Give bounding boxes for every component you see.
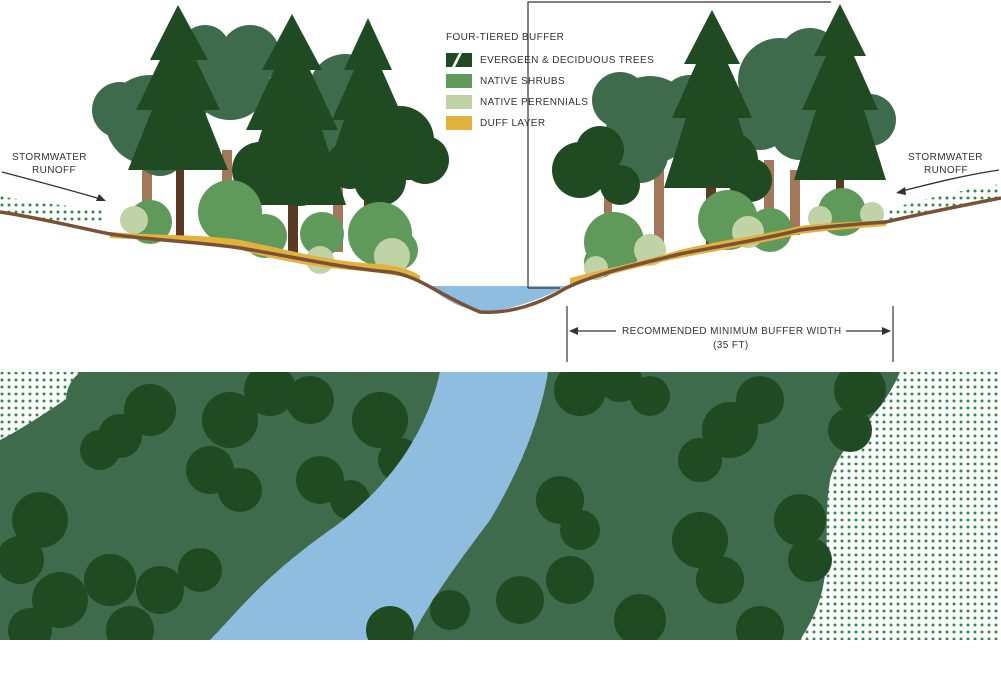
right-arrowhead-icon bbox=[896, 187, 906, 195]
left-arrowhead-icon bbox=[96, 194, 106, 201]
legend-swatches bbox=[446, 53, 472, 130]
legend-label-shrubs: NATIVE SHRUBS bbox=[480, 76, 566, 87]
buffer-width-value: (35 FT) bbox=[713, 340, 749, 351]
legend-title: FOUR-TIERED BUFFER bbox=[446, 32, 565, 43]
legend-label-duff: DUFF LAYER bbox=[480, 118, 546, 129]
legend-label-trees: EVERGEEN & DECIDUOUS TREES bbox=[480, 55, 655, 66]
plan-view bbox=[0, 372, 1001, 640]
left-trees bbox=[92, 5, 449, 274]
dimension-left-arrow-icon bbox=[569, 327, 578, 335]
legend-label-perennials: NATIVE PERENNIALS bbox=[480, 97, 589, 108]
plan-left-canopy bbox=[0, 372, 440, 640]
duff-layer-right bbox=[570, 220, 886, 284]
ground-line bbox=[0, 196, 1001, 314]
buffer-width-label: RECOMMENDED MINIMUM BUFFER WIDTH bbox=[622, 326, 842, 337]
duff-layer-left bbox=[110, 232, 420, 280]
buffer-bracket bbox=[527, 1, 831, 288]
dimension-right-arrow-icon bbox=[882, 327, 891, 335]
left-runoff-label-line2: RUNOFF bbox=[32, 165, 77, 176]
left-runoff-label-line1: STORMWATER bbox=[12, 152, 87, 163]
right-trees bbox=[552, 4, 896, 280]
left-runoff-arrow bbox=[1, 171, 105, 201]
right-runoff-dots bbox=[886, 184, 1001, 222]
plan-right-canopy bbox=[366, 372, 900, 640]
right-runoff-arrow bbox=[897, 169, 1000, 193]
cross-section-view bbox=[0, 1, 1001, 362]
right-runoff-label-line2: RUNOFF bbox=[924, 165, 969, 176]
shrubs-swatch bbox=[446, 74, 472, 88]
duff-swatch bbox=[446, 116, 472, 130]
plan-stream-water bbox=[210, 372, 548, 640]
left-runoff-dots bbox=[0, 196, 104, 224]
perennials-swatch bbox=[446, 95, 472, 109]
right-runoff-label-line1: STORMWATER bbox=[908, 152, 983, 163]
split-swatch-icon bbox=[446, 53, 472, 67]
